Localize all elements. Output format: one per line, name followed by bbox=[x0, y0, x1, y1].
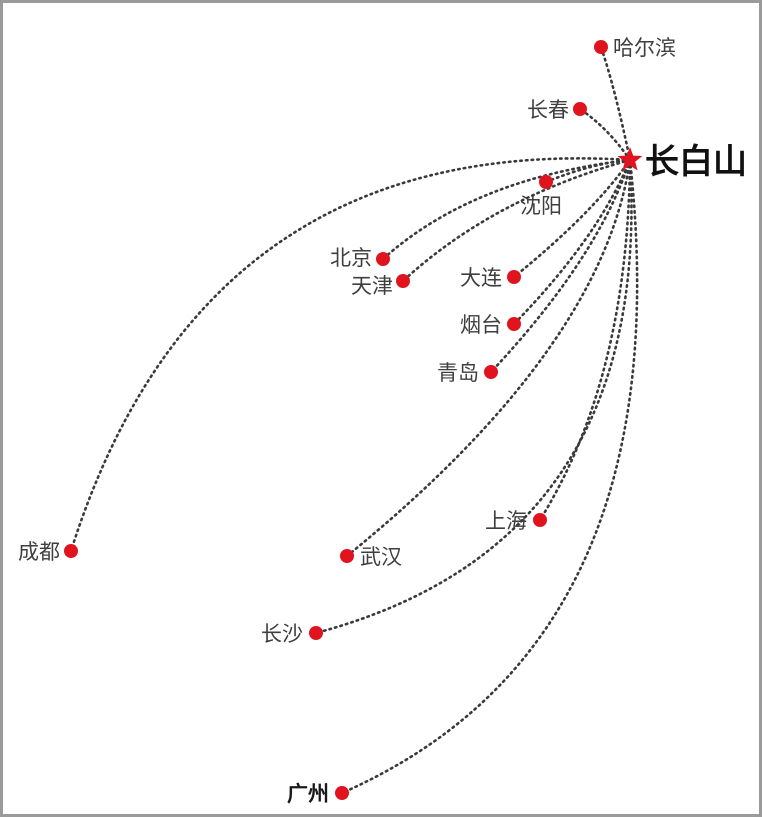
city-marker-chengdu bbox=[64, 544, 78, 558]
route-line-shanghai bbox=[538, 158, 632, 522]
city-label-harbin: 哈尔滨 bbox=[613, 36, 676, 60]
route-line-harbin bbox=[599, 45, 632, 162]
city-marker-qingdao bbox=[484, 365, 498, 379]
city-label-tianjin: 天津 bbox=[351, 274, 393, 298]
city-label-beijing: 北京 bbox=[330, 246, 372, 270]
city-label-guangzhou: 广州 bbox=[287, 782, 329, 806]
route-line-wuhan bbox=[345, 158, 632, 558]
route-line-yantai bbox=[512, 158, 632, 326]
route-line-changchun bbox=[578, 107, 632, 162]
route-line-chengdu bbox=[69, 157, 632, 553]
hub-label: 长白山 bbox=[645, 142, 747, 182]
route-line-tianjin bbox=[401, 158, 632, 283]
city-label-dalian: 大连 bbox=[460, 266, 502, 290]
city-markers bbox=[64, 40, 608, 800]
city-marker-changchun bbox=[573, 102, 587, 116]
city-marker-changsha bbox=[309, 626, 323, 640]
city-marker-tianjin bbox=[396, 274, 410, 288]
route-line-beijing bbox=[381, 158, 632, 261]
city-marker-yantai bbox=[507, 317, 521, 331]
city-marker-wuhan bbox=[340, 549, 354, 563]
route-line-changsha bbox=[314, 158, 633, 635]
city-marker-shanghai bbox=[533, 513, 547, 527]
hub-group: 长白山 bbox=[617, 142, 747, 182]
city-label-shanghai: 上海 bbox=[485, 509, 527, 533]
city-label-qingdao: 青岛 bbox=[437, 361, 479, 385]
route-line-dalian bbox=[512, 158, 632, 279]
city-marker-guangzhou bbox=[335, 786, 349, 800]
city-label-shenyang: 沈阳 bbox=[520, 194, 562, 218]
city-marker-harbin bbox=[594, 40, 608, 54]
route-line-qingdao bbox=[489, 158, 632, 374]
city-label-chengdu: 成都 bbox=[18, 540, 60, 564]
city-marker-dalian bbox=[507, 270, 521, 284]
city-marker-beijing bbox=[376, 252, 390, 266]
city-label-wuhan: 武汉 bbox=[360, 545, 402, 569]
star-icon bbox=[617, 147, 643, 171]
city-label-changsha: 长沙 bbox=[261, 622, 303, 646]
route-lines bbox=[69, 45, 639, 795]
city-marker-shenyang bbox=[539, 175, 553, 189]
route-line-guangzhou bbox=[340, 158, 639, 795]
city-label-yantai: 烟台 bbox=[460, 313, 502, 337]
city-label-changchun: 长春 bbox=[527, 98, 569, 122]
